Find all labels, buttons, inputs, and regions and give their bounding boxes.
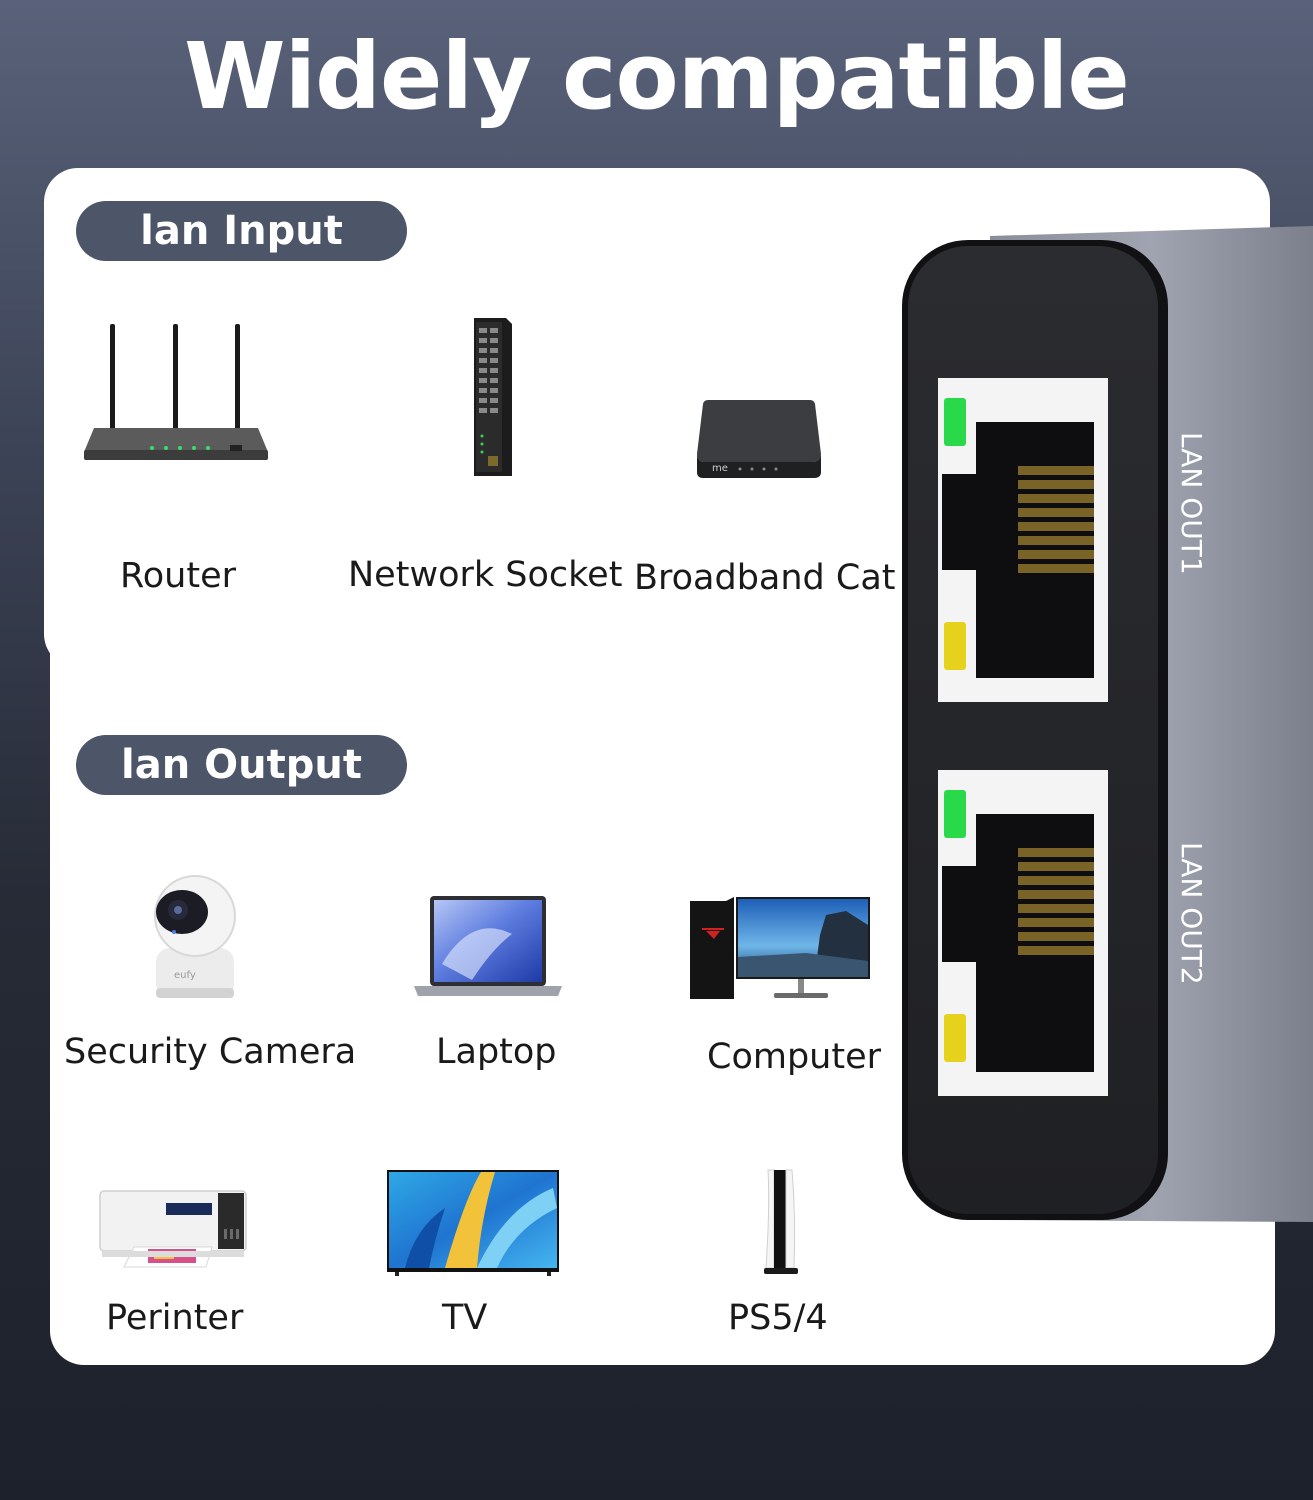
- device-label-tv: TV: [442, 1298, 488, 1338]
- svg-text:me: me: [712, 463, 728, 474]
- device-label-router: Router: [120, 556, 236, 596]
- device-label-network-socket: Network Socket: [348, 555, 623, 595]
- game-console-icon: [760, 1168, 802, 1278]
- page-title: Widely compatible: [184, 23, 1130, 130]
- security-camera-icon: eufy: [148, 874, 242, 1002]
- tv-icon: [385, 1168, 561, 1278]
- lan-output-heading: lan Output: [76, 735, 407, 795]
- printer-icon: [94, 1183, 250, 1277]
- laptop-icon: [412, 894, 564, 1000]
- ethernet-splitter-illustration: LAN OUT1 LAN OUT2: [900, 218, 1313, 1228]
- lan-input-heading: lan Input: [76, 201, 407, 261]
- port-label-lan-out2: LAN OUT2: [1175, 842, 1208, 985]
- broadband-modem-icon: me: [694, 396, 824, 482]
- router-icon: [80, 320, 272, 465]
- device-label-ps5: PS5/4: [728, 1298, 828, 1338]
- network-switch-icon: [468, 316, 514, 478]
- device-label-computer: Computer: [707, 1037, 881, 1077]
- device-label-laptop: Laptop: [436, 1032, 557, 1072]
- device-label-printer: Perinter: [106, 1298, 244, 1338]
- port-label-lan-out1: LAN OUT1: [1175, 432, 1208, 575]
- device-label-broadband-cat: Broadband Cat: [634, 558, 896, 598]
- svg-text:eufy: eufy: [174, 970, 196, 981]
- device-label-security-camera: Security Camera: [64, 1032, 357, 1072]
- desktop-computer-icon: [686, 895, 872, 1003]
